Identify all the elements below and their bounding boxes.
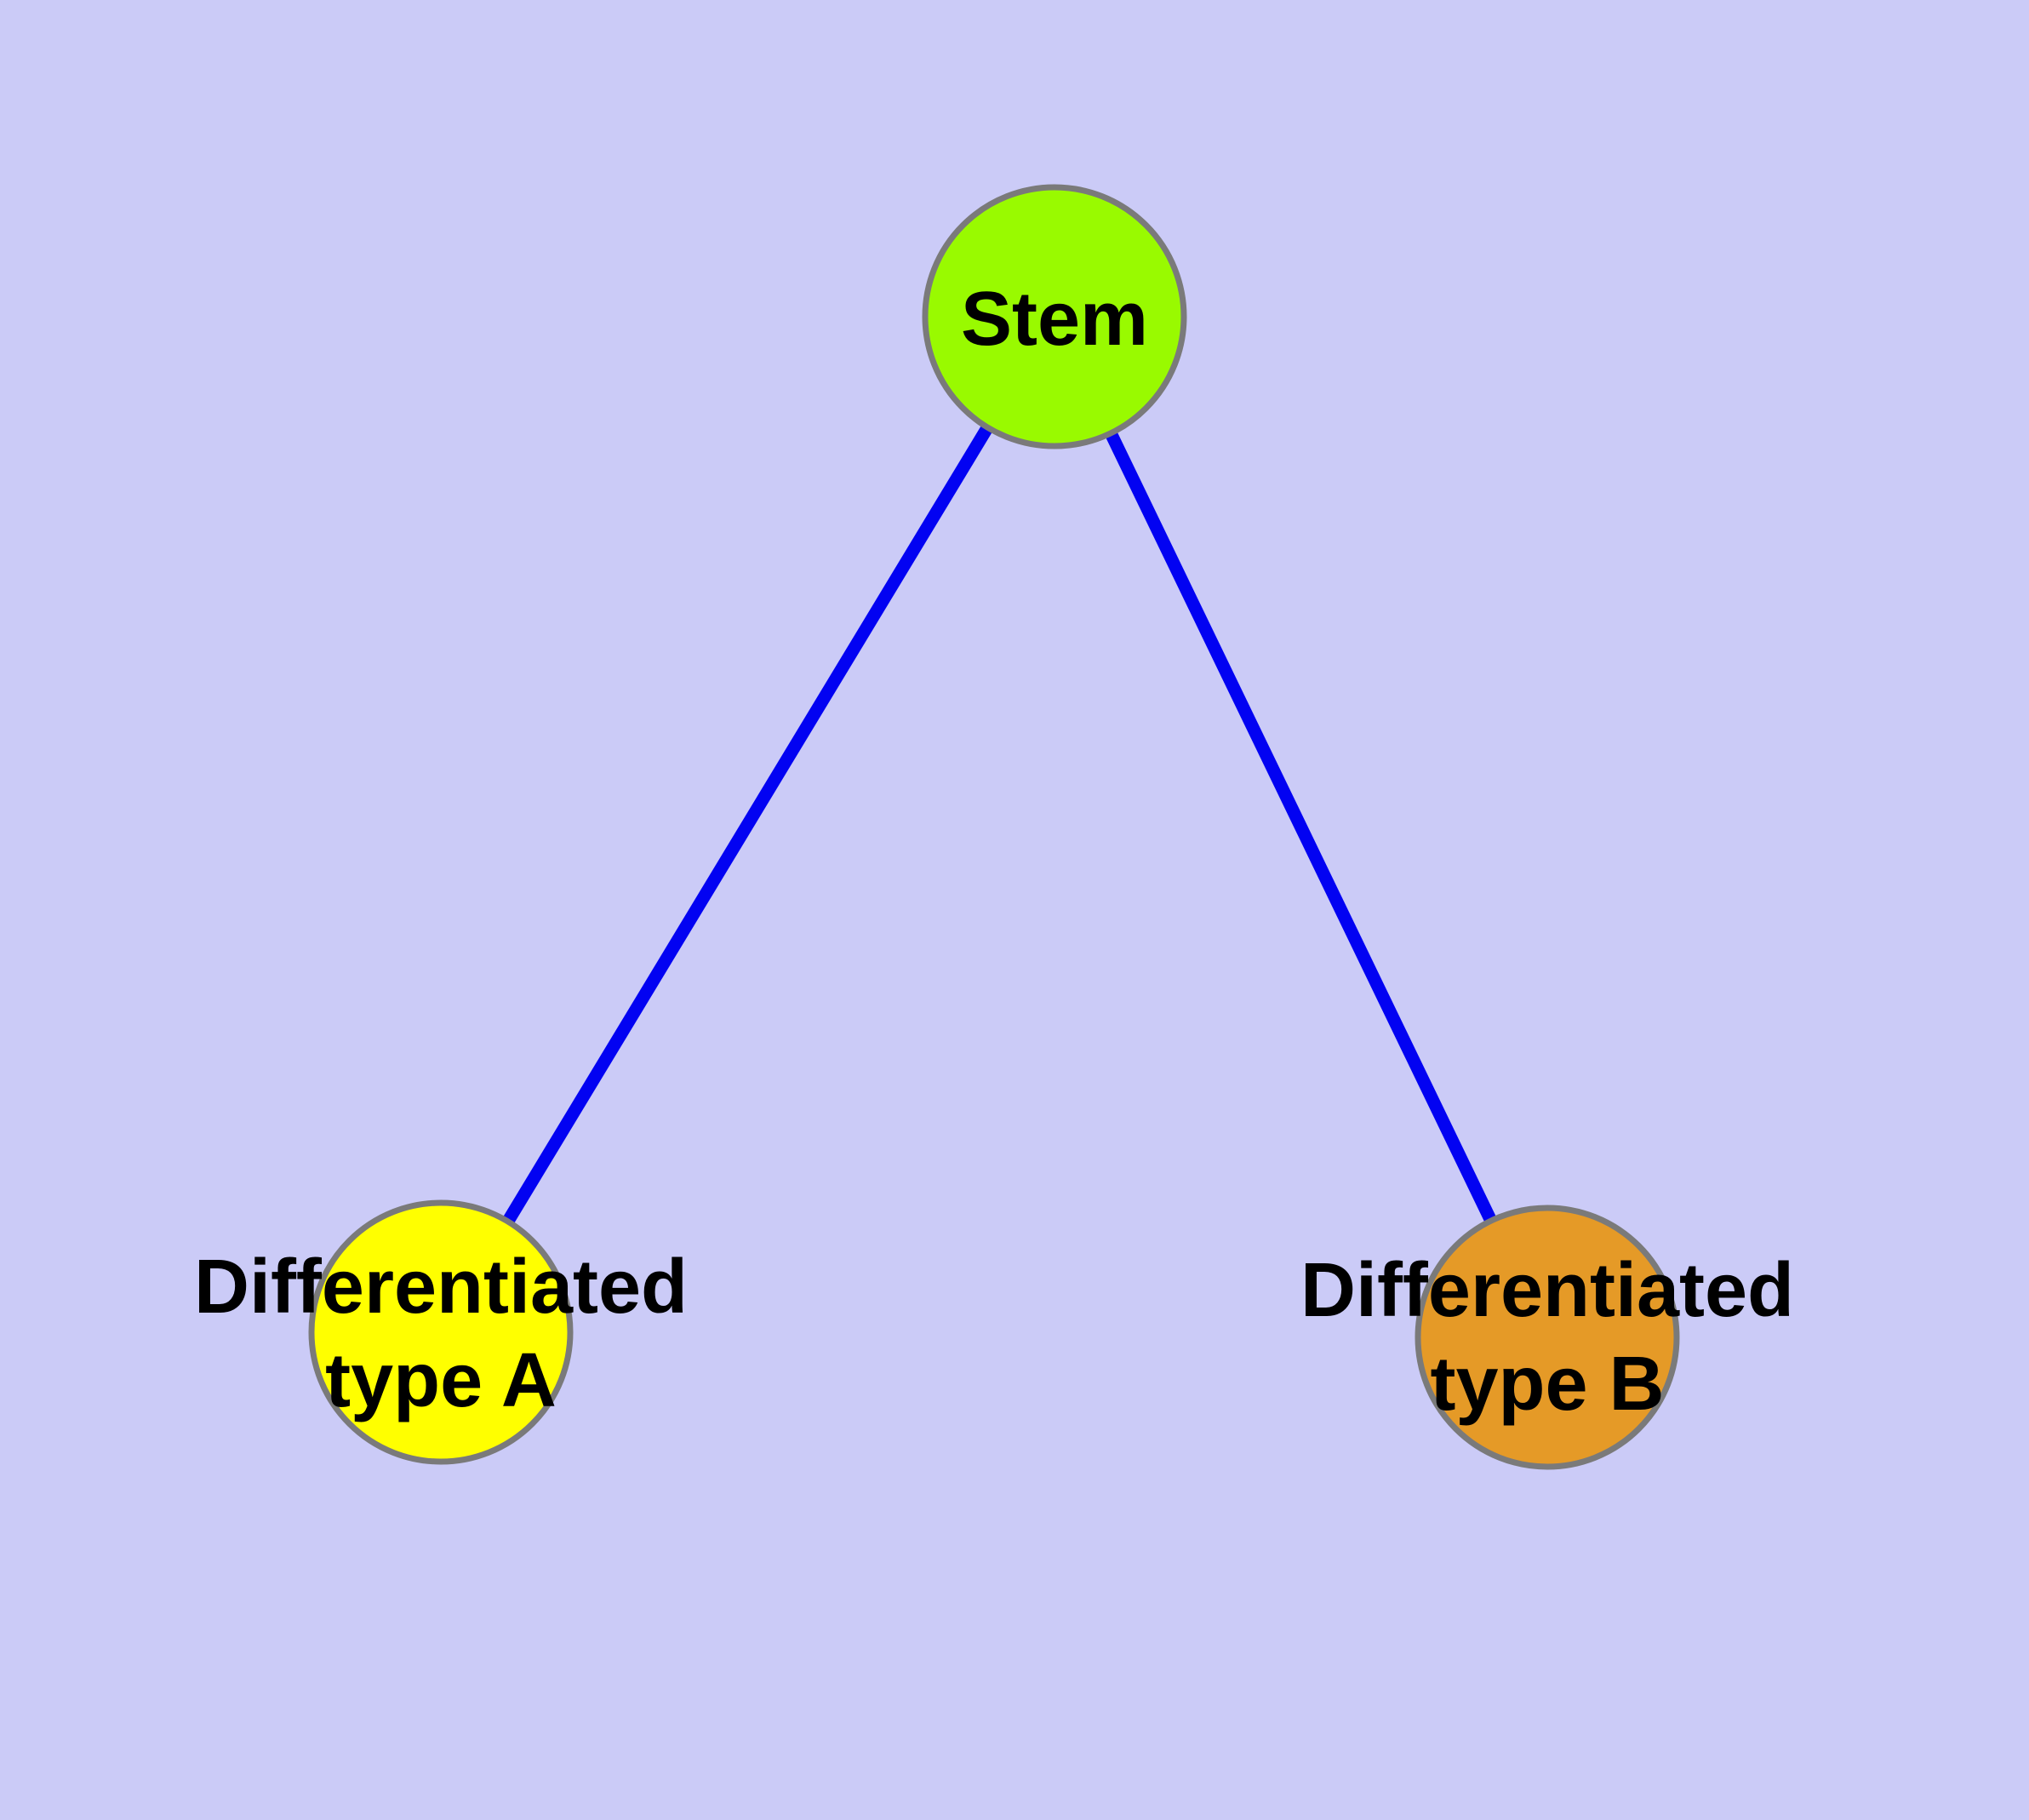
type-a-node-circle xyxy=(308,1199,574,1465)
type-b-node-label-line1: Differentiated xyxy=(1300,1248,1794,1333)
type-a-node-label-line1: Differentiated xyxy=(194,1245,688,1330)
stem-node-label: Stem xyxy=(961,277,1148,362)
type-a-node-label-line2: type A xyxy=(325,1338,557,1423)
edge-stem-to-type-b xyxy=(1049,313,1553,1341)
stem-node-circle xyxy=(922,184,1187,449)
edge-stem-to-type-a xyxy=(435,313,1060,1336)
type-b-node-circle xyxy=(1415,1205,1680,1470)
type-b-node-label-line2: type B xyxy=(1430,1342,1664,1427)
